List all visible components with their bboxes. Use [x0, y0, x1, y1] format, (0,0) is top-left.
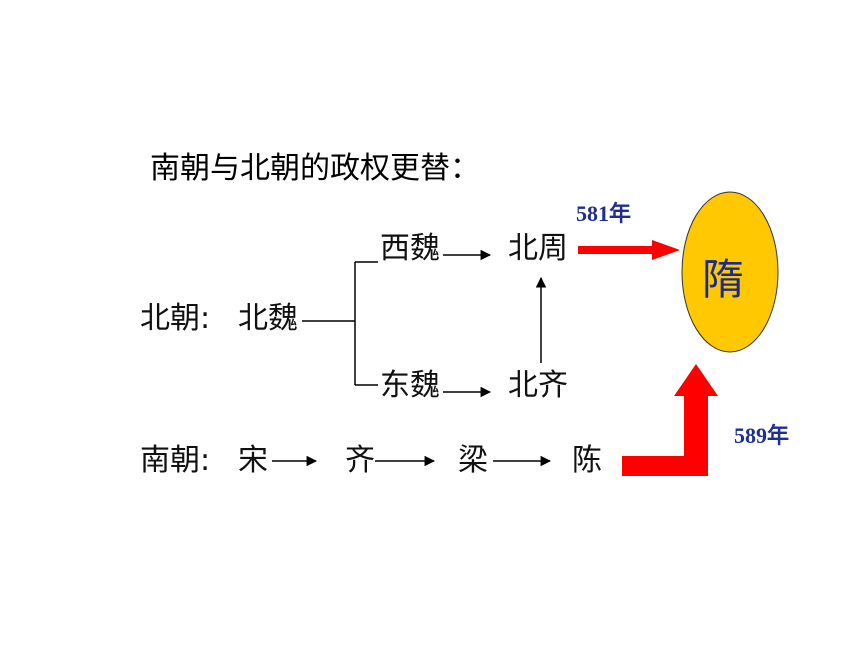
chen-node: 陈 — [572, 443, 602, 478]
song-node: 宋 — [238, 443, 268, 478]
sui-ellipse — [681, 191, 779, 353]
eastern-wei-node: 东魏 — [380, 368, 440, 403]
northern-wei-node: 北魏 — [238, 301, 298, 336]
page-title: 南朝与北朝的政权更替： — [150, 151, 480, 186]
chen-to-sui-red-arrow — [622, 364, 718, 476]
liang-node: 梁 — [458, 443, 488, 478]
north-label: 北朝: — [140, 301, 211, 336]
zhou-to-sui-red-arrow — [578, 240, 680, 260]
north-unification-year: 581年 — [576, 201, 632, 226]
south-label: 南朝: — [140, 443, 211, 478]
south-unification-year: 589年 — [734, 423, 790, 448]
western-wei-node: 西魏 — [380, 231, 440, 266]
northern-zhou-node: 北周 — [508, 231, 568, 266]
sui-label: 隋 — [702, 255, 745, 304]
southern-qi-node: 齐 — [345, 443, 375, 478]
northern-qi-node: 北齐 — [508, 368, 568, 403]
